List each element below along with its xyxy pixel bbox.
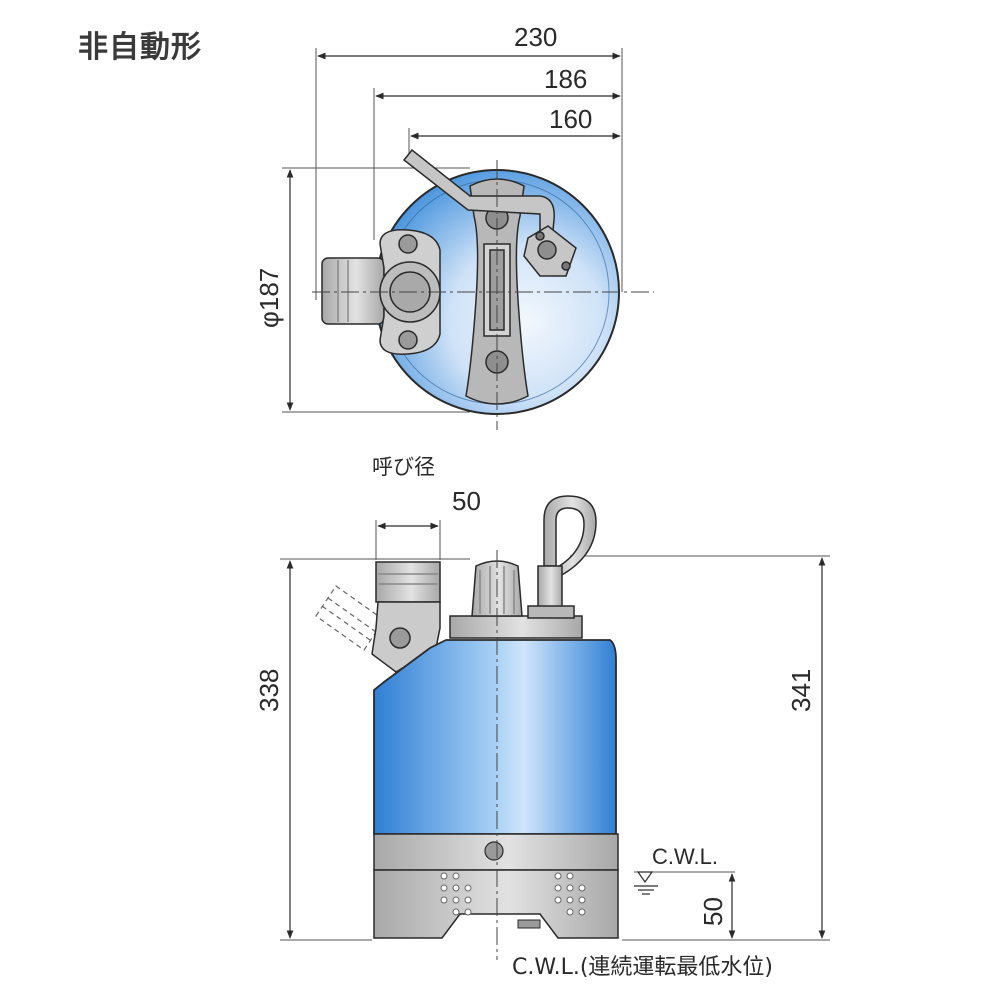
water-level-icon <box>634 871 658 895</box>
bore-label: 呼び径 <box>372 455 435 479</box>
cable-entry-top <box>402 148 577 277</box>
outlet-nozzle-top <box>321 229 441 355</box>
dim-338-label: 338 <box>254 669 284 712</box>
side-view: 338 341 呼び径 50 50 C.W.L. C.W.L.(連続運転最低水位… <box>254 455 830 980</box>
band-bolt <box>484 841 504 861</box>
motor-body <box>373 639 617 835</box>
top-view: 230 186 160 φ187 <box>254 22 654 430</box>
dim-186-label: 186 <box>544 64 587 94</box>
dim-phi187-label: φ187 <box>254 268 284 328</box>
strainer-holes-right <box>554 872 586 916</box>
handle-loop <box>527 495 597 619</box>
page-title: 非自動形 <box>78 30 202 65</box>
cwl-note: C.W.L.(連続運転最低水位) <box>512 955 773 980</box>
dim-160-label: 160 <box>549 104 592 134</box>
dim-341-label: 341 <box>786 669 816 712</box>
dim-230-label: 230 <box>514 22 557 52</box>
cwl-value: 50 <box>698 897 728 926</box>
strainer-base <box>373 869 619 939</box>
bore-value: 50 <box>452 486 481 516</box>
strainer-holes-left <box>440 872 472 916</box>
cwl-label: C.W.L. <box>652 844 718 869</box>
